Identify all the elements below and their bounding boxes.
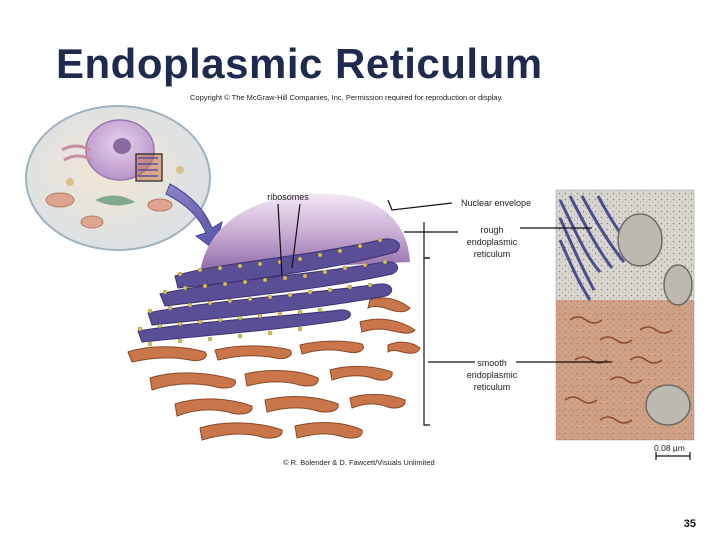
rough-er-sheets	[137, 238, 400, 343]
rough-er-bracket	[423, 222, 430, 259]
smooth-er-label: smooth endoplasmic reticulum	[466, 358, 518, 392]
image-credit: © R. Bolender & D. Fawcett/Visuals Unlim…	[283, 458, 435, 467]
scale-bar-label: 0.08 µm	[654, 443, 685, 453]
er-diagram	[127, 193, 421, 441]
rough-er-label: rough endoplasmic reticulum	[466, 225, 518, 259]
copyright-notice: Copyright © The McGraw-Hill Companies, I…	[190, 93, 503, 102]
ribosomes-leader-line-2	[291, 203, 301, 269]
ribosomes-leader-line	[277, 203, 283, 277]
nuclear-envelope-label: Nuclear envelope	[460, 198, 532, 208]
smooth-er-bracket	[423, 257, 430, 426]
leader-lines	[277, 199, 612, 426]
scale-bar	[655, 452, 691, 460]
zoom-arrow-icon	[165, 183, 223, 251]
smooth-er-tubules	[127, 297, 421, 441]
cell-overview	[25, 105, 211, 251]
page-number: 35	[683, 518, 696, 530]
slide-title: Endoplasmic Reticulum	[56, 40, 543, 87]
electron-micrograph	[555, 189, 695, 441]
ribosome-dots	[137, 237, 388, 347]
nuclear-envelope-leader-line	[387, 199, 453, 211]
ribosomes-label: ribosomes	[267, 192, 309, 202]
